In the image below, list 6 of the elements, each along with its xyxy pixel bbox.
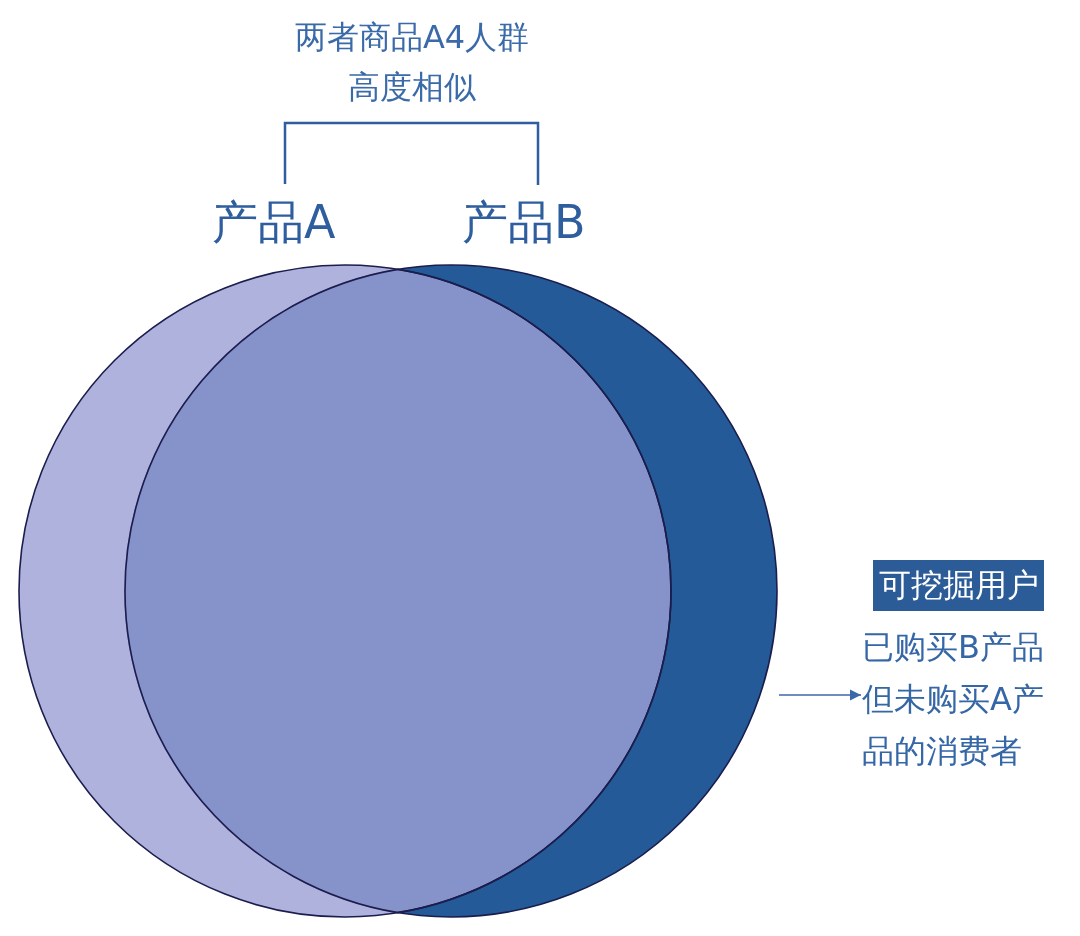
annotation-text: 两者商品A4人群高度相似	[293, 17, 531, 108]
circle-label: 产品A	[212, 196, 336, 248]
highlight-box: 可挖掘用户	[873, 560, 1044, 611]
arrow	[778, 689, 862, 701]
circle-label: 产品B	[462, 196, 586, 248]
description-text: 已购买B产品但未购买A产品的消费者	[862, 621, 1058, 777]
